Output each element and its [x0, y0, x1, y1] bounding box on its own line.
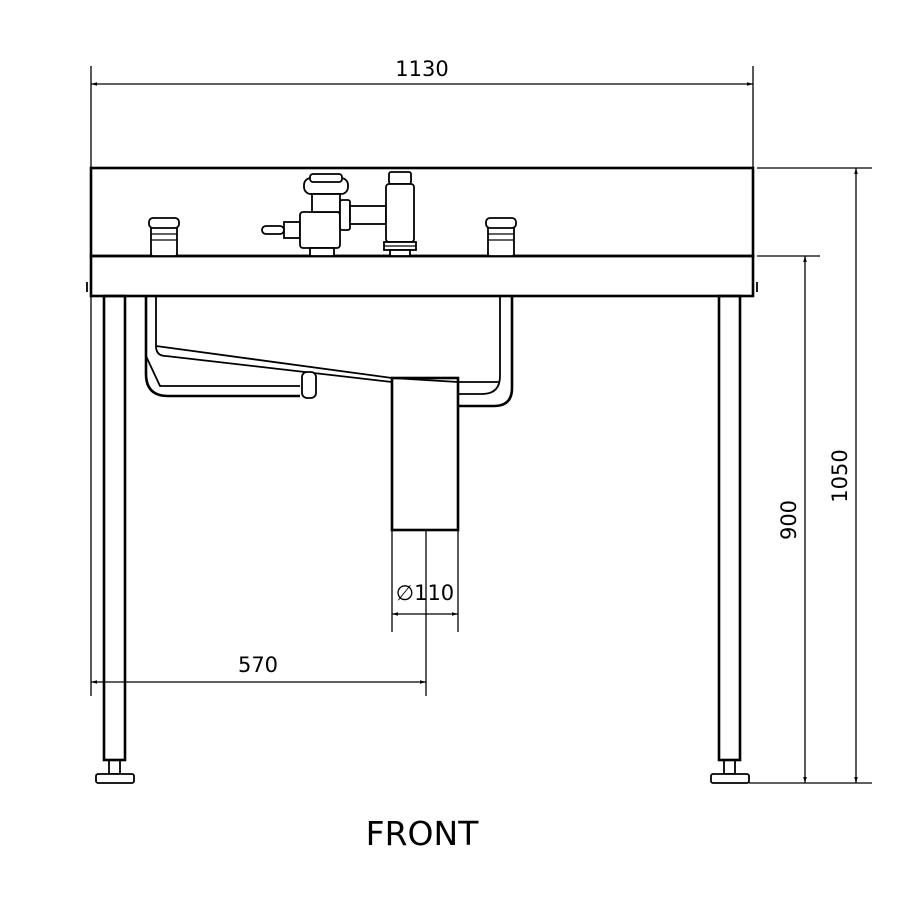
left-leg-tube	[102, 294, 127, 762]
drain-pipe-outline	[390, 376, 460, 532]
overflow-nozzle	[301, 371, 317, 399]
drain-pipe	[390, 376, 460, 532]
flush-valve-body	[299, 211, 341, 249]
upstand-panel	[89, 166, 755, 258]
flush-lever-collar	[283, 221, 301, 239]
overall-width-label: 1130	[395, 57, 448, 81]
right-foot-stem	[723, 759, 736, 775]
drain-offset-label: 570	[238, 653, 278, 677]
left-tap-cap	[148, 217, 180, 229]
left-foot-pad	[95, 773, 135, 784]
sink-bowl	[144, 296, 514, 408]
worktop-height-label: 900	[777, 500, 801, 540]
overall-height-label: 1050	[828, 449, 852, 502]
flush-lever-handle	[261, 225, 285, 235]
right-tap-fitting	[485, 217, 517, 257]
right-leg-tube	[717, 294, 742, 762]
bowl-outer-right	[458, 296, 514, 408]
drain-offset-dimension: 570	[90, 296, 426, 696]
connector-pipe	[349, 205, 387, 225]
worktop-outline	[89, 254, 755, 298]
right-leg	[710, 294, 750, 784]
right-foot-pad	[710, 773, 750, 784]
bowl-inner-line	[155, 296, 393, 379]
worktop-height-dimension: 900	[749, 255, 872, 784]
stop-valve-body	[385, 183, 415, 243]
flush-valve-base	[309, 247, 335, 257]
stop-valve-top	[388, 171, 412, 185]
right-tap-cap	[485, 217, 517, 229]
flush-valve-assembly	[261, 171, 417, 257]
left-foot-stem	[108, 759, 121, 775]
overall-width-dimension: 1130	[90, 57, 754, 168]
stop-valve-base	[389, 249, 411, 257]
bowl-inner-right	[458, 296, 501, 395]
left-leg	[95, 294, 135, 784]
left-tap-fitting	[148, 217, 180, 257]
valve-nut	[339, 199, 351, 231]
drain-diameter-dimension: ∅110	[391, 530, 459, 696]
drain-diameter-label: ∅110	[396, 581, 454, 605]
upstand-outline	[89, 166, 755, 258]
bowl-outer-left	[144, 296, 300, 398]
flush-valve-cap	[309, 173, 343, 183]
overall-height-dimension: 1050	[757, 167, 872, 783]
view-title: FRONT	[366, 814, 480, 853]
flush-valve-neck	[311, 193, 341, 213]
bowl-slope	[155, 345, 393, 383]
worktop-band	[86, 254, 758, 298]
